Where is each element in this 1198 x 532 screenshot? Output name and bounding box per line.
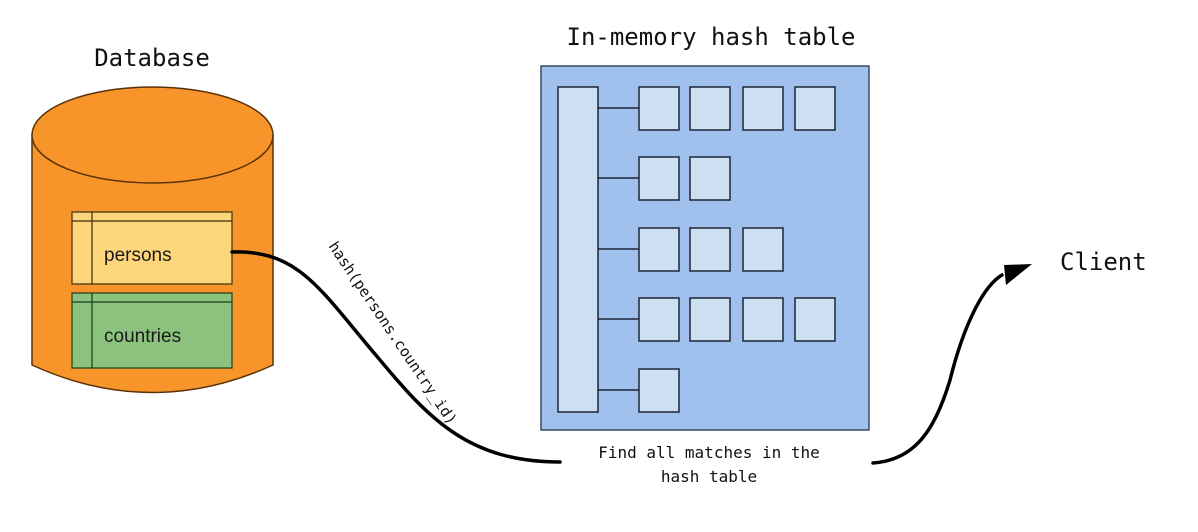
database-title: Database <box>94 44 210 72</box>
hash-entry <box>638 156 680 201</box>
table-countries-box <box>71 292 233 369</box>
hash-entry <box>742 227 784 272</box>
probe-label-line1: Find all matches in the <box>598 443 820 462</box>
hash-function-label: hash(persons.country_id) <box>325 238 461 428</box>
hash-entry <box>638 368 680 413</box>
hash-build-edge <box>230 250 562 464</box>
hash-entry <box>638 86 680 131</box>
hash-entry <box>638 227 680 272</box>
hash-entry <box>794 297 836 342</box>
table-persons-label: persons <box>104 245 172 266</box>
hash-entry <box>742 86 784 131</box>
table-persons[interactable]: persons <box>71 211 233 285</box>
probe-label-line2: hash table <box>661 467 757 486</box>
table-persons-box <box>71 211 233 285</box>
arrowhead-icon <box>1004 264 1032 285</box>
hash-entry <box>689 86 731 131</box>
hash-entry <box>638 297 680 342</box>
table-countries-label: countries <box>104 326 181 347</box>
hash-table-title: In-memory hash table <box>567 23 856 51</box>
hash-entry <box>689 297 731 342</box>
client-label[interactable]: Client <box>1060 248 1147 276</box>
hash-entry <box>689 156 731 201</box>
hash-entry <box>689 227 731 272</box>
database-cylinder-top <box>31 86 274 184</box>
bucket-array <box>557 86 599 413</box>
hash-entry <box>794 86 836 131</box>
table-countries[interactable]: countries <box>71 292 233 369</box>
hash-entry <box>742 297 784 342</box>
result-edge <box>871 273 1004 465</box>
bucket-chains <box>598 86 836 413</box>
